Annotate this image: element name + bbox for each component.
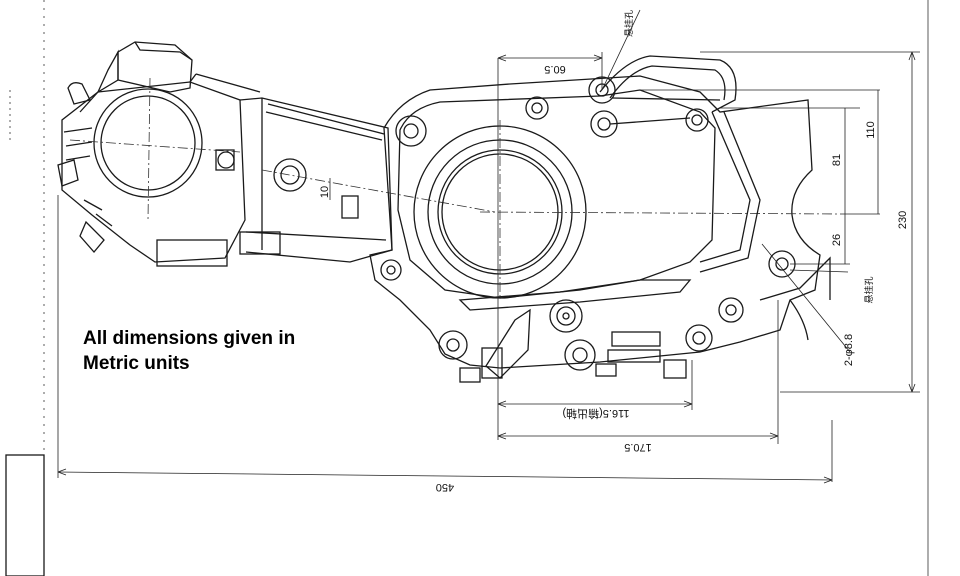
- dim-hole-spec: 2-φ8.8: [843, 334, 855, 366]
- bolt-hole-top4: [685, 108, 709, 132]
- dim-60-5: 60.5: [544, 63, 565, 75]
- crankcase: [369, 55, 841, 383]
- bolt-hole-b4: [718, 297, 744, 323]
- bolt-hole-top1: [525, 96, 549, 120]
- dim-10: 10: [319, 186, 331, 198]
- dim-450: 450: [436, 481, 454, 493]
- dim-81: 81: [831, 154, 843, 166]
- metric-units-note: All dimensions given in Metric units: [83, 326, 295, 376]
- bolt-hole-left: [380, 259, 402, 281]
- dimension-lines: [57, 9, 920, 484]
- sheet-borders: [5, 0, 929, 576]
- note-line-1: All dimensions given in: [83, 328, 296, 349]
- note-line-2: Metric units: [83, 353, 190, 374]
- bolt-holes: [380, 76, 796, 371]
- bolt-hole-tl: [395, 115, 427, 147]
- bolt-hole-b1: [438, 330, 468, 360]
- cylinder-head: [57, 41, 281, 267]
- label-hanging-hole-top: 悬挂孔: [623, 10, 634, 37]
- dim-170-5: 170.5: [624, 441, 652, 453]
- dim-116-5: 116.5(输出轴): [562, 407, 629, 421]
- bolt-hole-output: [549, 299, 583, 333]
- dim-26: 26: [831, 234, 843, 246]
- cylinder-barrel: [239, 97, 496, 263]
- bolt-hole-b3: [685, 324, 713, 352]
- bolt-hole-b2: [564, 339, 596, 371]
- dim-110: 110: [865, 121, 877, 139]
- label-hanging-hole-mount: 悬挂孔: [863, 276, 874, 303]
- dim-230: 230: [897, 211, 909, 229]
